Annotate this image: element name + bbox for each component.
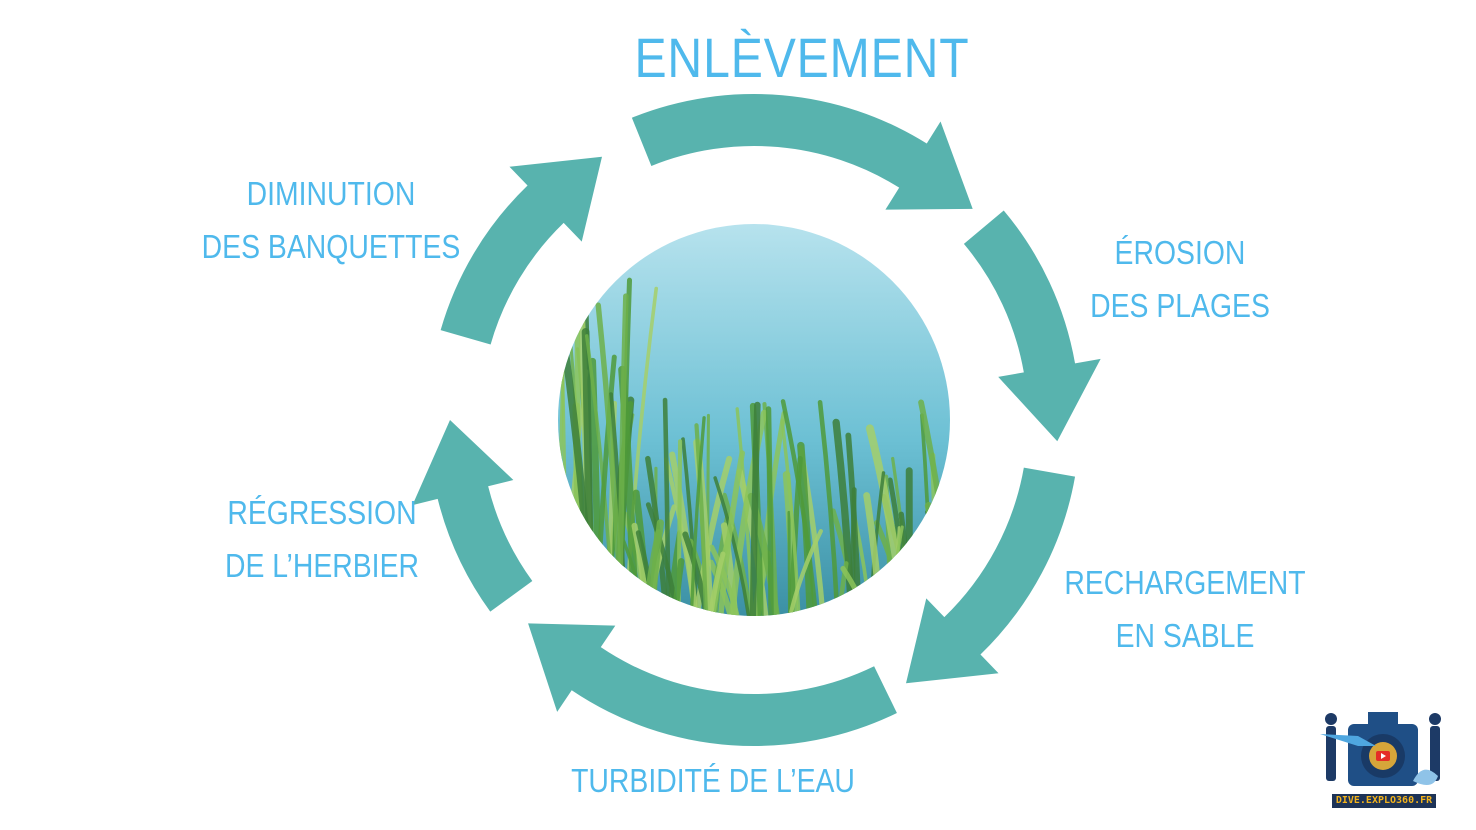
grass-blade (713, 476, 752, 616)
grass-blade (706, 551, 726, 616)
label-line: DE L’HERBIER (225, 547, 419, 584)
label-line: RECHARGEMENT (1064, 564, 1306, 601)
label-line: DES BANQUETTES (201, 228, 461, 265)
grass-blade (558, 329, 560, 616)
stage-label-rechargement: RECHARGEMENT EN SABLE (1064, 556, 1305, 662)
label-line: EN SABLE (1115, 617, 1255, 654)
grass-blade (749, 401, 761, 616)
stage-label-erosion: ÉROSION DES PLAGES (1090, 226, 1270, 332)
grass-blade (765, 406, 774, 616)
cycle-arrow-5 (412, 420, 533, 612)
stage-label-turbidite: TURBIDITÉ DE L’EAU (571, 754, 855, 807)
grass-blade (581, 327, 595, 616)
grass-blade (717, 450, 745, 616)
label-line: DIMINUTION (246, 175, 416, 212)
grass-blade (709, 544, 742, 616)
grass-blade (689, 416, 706, 616)
logo-text: DIVE.EXPLO360.FR (1332, 794, 1436, 808)
cycle-arrow-6 (440, 156, 602, 345)
cycle-arrow-2 (963, 210, 1101, 442)
stage-label-regression: RÉGRESSION DE L’HERBIER (225, 486, 419, 592)
grass-blade (780, 418, 802, 616)
stage-label-diminution: DIMINUTION DES BANQUETTES (202, 167, 461, 273)
label-line: TURBIDITÉ DE L’EAU (571, 762, 855, 799)
cycle-arrows (412, 93, 1101, 746)
grass-blade (671, 558, 685, 616)
grass-blade (694, 423, 709, 616)
seagrass-photo (558, 224, 950, 616)
cycle-arrow-1 (631, 93, 973, 210)
cycle-arrow-4 (528, 623, 897, 746)
label-line: DES PLAGES (1090, 287, 1270, 324)
cycle-arrow-3 (906, 467, 1076, 684)
dive-explo360-logo (1320, 712, 1441, 786)
grass-blade (780, 399, 820, 616)
stage-title-enlevement: ENLÈVEMENT (634, 26, 970, 89)
grass-blade (817, 399, 841, 616)
label-line: ÉROSION (1114, 234, 1246, 271)
grass-blade (558, 298, 565, 616)
label-line: RÉGRESSION (227, 494, 417, 531)
